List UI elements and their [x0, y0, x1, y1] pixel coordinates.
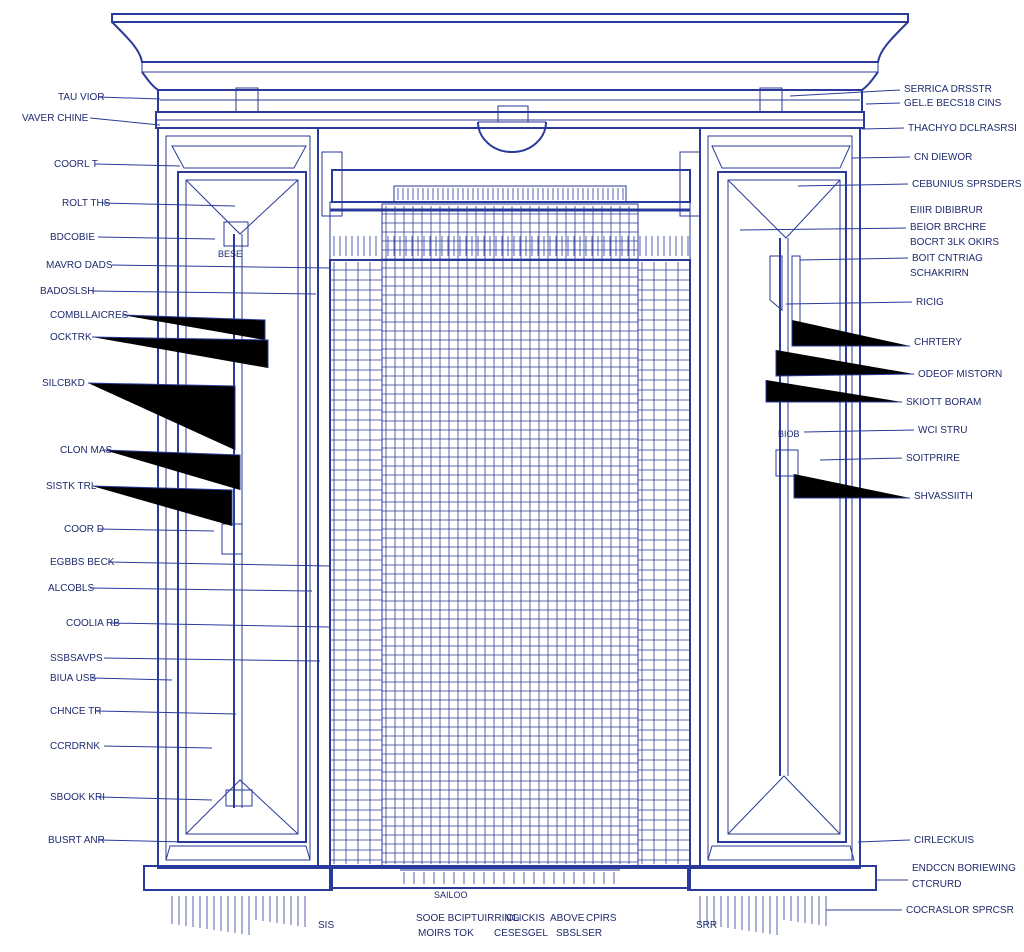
bottom-label: CPIRS — [586, 913, 617, 924]
right-label: SCHAKRIRN — [910, 268, 969, 279]
left-label: BADOSLSH — [40, 286, 94, 297]
right-label: BOIT CNTRIAG — [912, 253, 983, 264]
right-label: CHRTERY — [914, 337, 962, 348]
right-label: CN DIEWOR — [914, 152, 972, 163]
inner-label: BIOB — [778, 429, 800, 439]
left-label: MAVRO DADS — [46, 260, 113, 271]
left-label: CHNCE TR — [50, 706, 101, 717]
left-label: BIUA USB — [50, 673, 96, 684]
right-label: ENDCCN BORIEWING — [912, 863, 1016, 874]
right-label: CTCRURD — [912, 879, 961, 890]
bottom-labels: SAILOO SOOE BCIPTUIRRING CLICKIS ABOVE C… — [318, 890, 717, 939]
right-label: CEBUNIUS SPRSDERS — [912, 179, 1022, 190]
left-label: CCRDRNK — [50, 741, 100, 752]
right-label: CIRLECKUIS — [914, 835, 974, 846]
right-label: ODEOF MISTORN — [918, 369, 1002, 380]
bottom-label: SBSLSER — [556, 928, 602, 939]
bottom-label: SRR — [696, 920, 717, 931]
left-label: BDCOBIE — [50, 232, 95, 243]
left-label: ALCOBLS — [48, 583, 94, 594]
left-label: VAVER CHINE — [22, 113, 89, 124]
left-leader-lines — [87, 96, 331, 843]
left-label: CLON MAS — [60, 445, 113, 456]
left-label: SILCBKD — [42, 378, 85, 389]
bottom-label: CESESGEL — [494, 928, 548, 939]
right-grille — [638, 262, 690, 864]
bottom-label: SOOE BCIPTUIRRING — [416, 913, 520, 924]
left-label: OCKTRK — [50, 332, 92, 343]
left-label: COORL T — [54, 159, 98, 170]
right-labels: SERRICA DRSSTR GEL.E BECS18 CINS THACHYO… — [904, 84, 1022, 916]
right-label: SERRICA DRSSTR — [904, 84, 992, 95]
left-label: COMBLLAICRES — [50, 310, 129, 321]
central-frame — [143, 127, 877, 891]
right-label: GEL.E BECS18 CINS — [904, 98, 1002, 109]
left-label: TAU VIOR — [58, 92, 104, 103]
left-label: SBOOK KRI — [50, 792, 105, 803]
bottom-label: MOIRS TOK — [418, 928, 474, 939]
bottom-label: ABOVE — [550, 913, 585, 924]
right-label: SKIOTT BORAM — [906, 397, 981, 408]
right-label: COCRASLOR SPRCSR — [906, 905, 1014, 916]
right-label: WCI STRU — [918, 425, 967, 436]
left-labels: TAU VIOR VAVER CHINE COORL T ROLT THS BD… — [22, 92, 129, 846]
left-label: SSBSAVPS — [50, 653, 103, 664]
right-label: BOCRT 3LK OKIRS — [910, 237, 999, 248]
right-label: SOITPRIRE — [906, 453, 960, 464]
bottom-label: SAILOO — [434, 890, 468, 900]
right-label: SHVASSIITH — [914, 491, 973, 502]
left-label: SISTK TRL — [46, 481, 97, 492]
inner-label: BESE — [218, 249, 242, 259]
right-leader-lines — [739, 89, 915, 911]
right-label: BEIOR BRCHRE — [910, 222, 986, 233]
left-label: COOLIA RB — [66, 618, 120, 629]
left-label: COOR D — [64, 524, 104, 535]
bottom-label: SIS — [318, 920, 334, 931]
base-hatching — [171, 896, 827, 935]
center-grille — [382, 206, 638, 864]
left-label: ROLT THS — [62, 198, 111, 209]
right-label: RICIG — [916, 297, 944, 308]
left-label: BUSRT ANR — [48, 835, 105, 846]
top-grille-band — [333, 188, 689, 884]
bottom-label: CLICKIS — [506, 913, 545, 924]
cornice — [111, 13, 909, 153]
right-label: THACHYO DCLRASRSI — [908, 123, 1017, 134]
right-label: EIIIR DIBIBRUR — [910, 205, 983, 216]
left-label: EGBBS BECK — [50, 557, 115, 568]
left-grille — [330, 262, 382, 864]
